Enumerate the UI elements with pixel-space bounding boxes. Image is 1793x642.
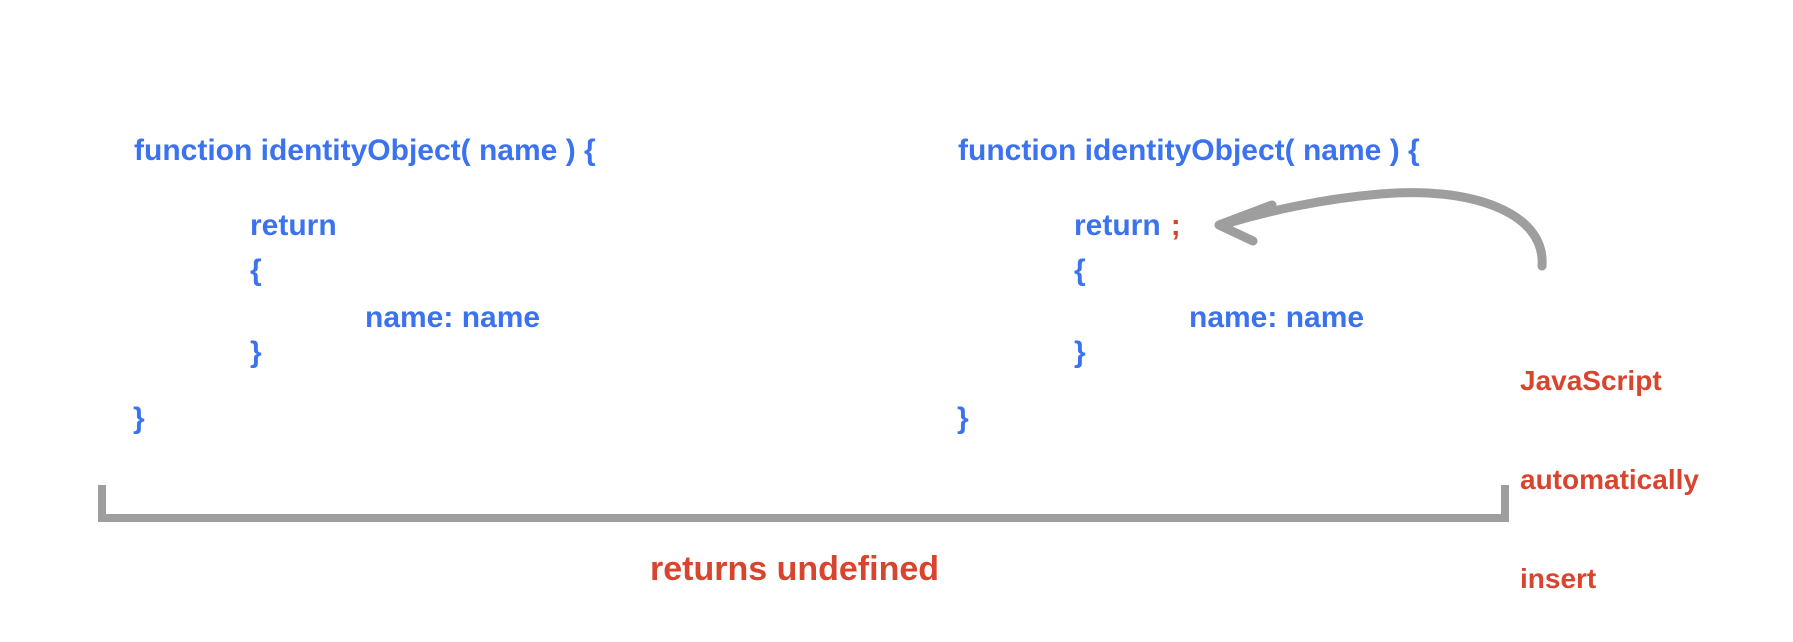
inserted-semicolon: ; [1170,209,1181,242]
asi-annotation: JavaScript automatically insert semicolo… [1520,298,1760,642]
left-code-line-property: name: name [365,301,541,334]
spanning-bracket [98,485,1509,522]
asi-annotation-line-2: automatically [1520,464,1699,496]
left-code-line-signature: function identityObject( name ) { [134,134,596,167]
left-code-line-open-brace: { [250,254,262,287]
right-code-line-signature: function identityObject( name ) { [958,134,1420,167]
right-code-line-property: name: name [1189,301,1365,334]
left-code-line-function-close-brace: } [133,402,145,435]
curved-arrow-shaft [1223,188,1547,271]
result-caption: returns undefined [650,550,940,588]
left-code-line-close-brace: } [250,336,262,369]
right-code-line-return: return; [1074,211,1181,241]
asi-annotation-line-1: JavaScript [1520,365,1662,397]
right-return-keyword: return [1074,209,1161,242]
right-code-line-function-close-brace: } [957,402,969,435]
right-code-line-close-brace: } [1074,336,1086,369]
curved-arrow-head [1214,200,1277,246]
asi-annotation-line-3: insert [1520,563,1597,595]
right-code-line-open-brace: { [1074,254,1086,287]
left-code-line-return: return [250,209,337,242]
